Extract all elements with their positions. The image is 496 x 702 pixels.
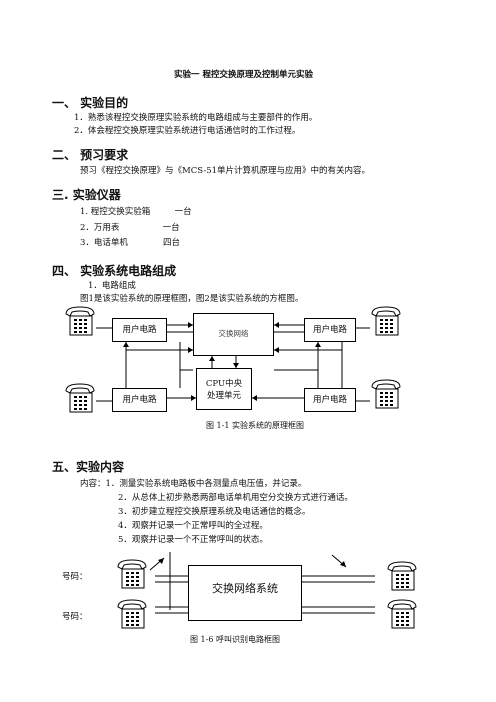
user-circuit-label: 用户电路 bbox=[122, 325, 157, 335]
switch-network-box: 交换网络 bbox=[193, 313, 274, 356]
section-heading-instruments: 三. 实验仪器 bbox=[52, 188, 121, 202]
content-line-4: 4．观察并记录一个正常呼叫的全过程。 bbox=[118, 521, 268, 531]
purpose-line-2: 2．体会程控交换原理实验系统进行电话通信时的工作过程。 bbox=[74, 126, 301, 136]
section-heading-composition: 四、 实验系统电路组成 bbox=[52, 264, 177, 278]
telephone-icon bbox=[371, 379, 401, 409]
composition-line-1: 1．电路组成 bbox=[88, 281, 136, 291]
user-circuit-bottom-right: 用户电路 bbox=[304, 388, 356, 412]
number-label-bottom: 号码： bbox=[62, 612, 88, 622]
user-circuit-label: 用户电路 bbox=[122, 395, 157, 405]
switch-system-box: 交换网络系统 bbox=[188, 565, 302, 621]
preview-line-1: 预习《程控交换原理》与《MCS-51单片计算机原理与应用》中的有关内容。 bbox=[80, 166, 371, 176]
cpu-box: CPU中央 处理单元 bbox=[196, 368, 252, 410]
content-line-1: 内容：1．测量实验系统电路板中各测量点电压值，并记录。 bbox=[80, 479, 307, 489]
figure1-caption: 图 1-1 实验系统的原理框图 bbox=[206, 421, 304, 430]
switch-system-label: 交换网络系统 bbox=[212, 582, 278, 595]
user-circuit-label: 用户电路 bbox=[312, 325, 347, 335]
telephone-icon bbox=[117, 559, 147, 589]
section-heading-preview: 二、 预习要求 bbox=[52, 148, 129, 162]
telephone-icon bbox=[371, 306, 401, 336]
section-heading-content: 五、实验内容 bbox=[52, 460, 125, 474]
user-circuit-bottom-left: 用户电路 bbox=[112, 388, 167, 412]
telephone-icon bbox=[387, 599, 417, 629]
cpu-label-line1: CPU中央 bbox=[205, 379, 243, 389]
section-heading-purpose: 一、 实验目的 bbox=[52, 96, 129, 110]
content-line-3: 3．初步建立程控交换原理系统及电话通信的概念。 bbox=[118, 507, 311, 517]
telephone-icon bbox=[117, 599, 147, 629]
switch-network-label: 交换网络 bbox=[218, 329, 249, 338]
content-line-5: 5．观察并记录一个不正常呼叫的状态。 bbox=[118, 535, 268, 545]
user-circuit-label: 用户电路 bbox=[312, 395, 347, 405]
user-circuit-top-left: 用户电路 bbox=[112, 318, 167, 342]
instrument-line-1: 1. 程控交换实验箱 一台 bbox=[80, 207, 192, 217]
telephone-icon bbox=[65, 383, 95, 413]
content-line-2: 2．从总体上初步熟悉两部电话单机用空分交换方式进行通话。 bbox=[118, 493, 353, 503]
composition-line-2: 图1是该实验系统的原理框图，图2是该实验系统的方框图。 bbox=[80, 294, 304, 304]
figure2-caption: 图 1-6 呼叫识别电路框图 bbox=[190, 635, 280, 644]
number-label-top: 号码： bbox=[62, 572, 88, 582]
telephone-icon bbox=[65, 306, 95, 336]
instrument-line-2: 2．万用表 一台 bbox=[80, 223, 180, 233]
user-circuit-top-right: 用户电路 bbox=[304, 318, 356, 342]
telephone-icon bbox=[387, 561, 417, 591]
purpose-line-1: 1．熟悉该程控交换原理实验系统的电路组成与主要部件的作用。 bbox=[74, 113, 318, 123]
page-title: 实验一 程控交换原理及控制单元实验 bbox=[174, 70, 313, 80]
cpu-label-line2: 处理单元 bbox=[206, 391, 241, 401]
instrument-line-3: 3．电话单机 四台 bbox=[80, 238, 181, 248]
